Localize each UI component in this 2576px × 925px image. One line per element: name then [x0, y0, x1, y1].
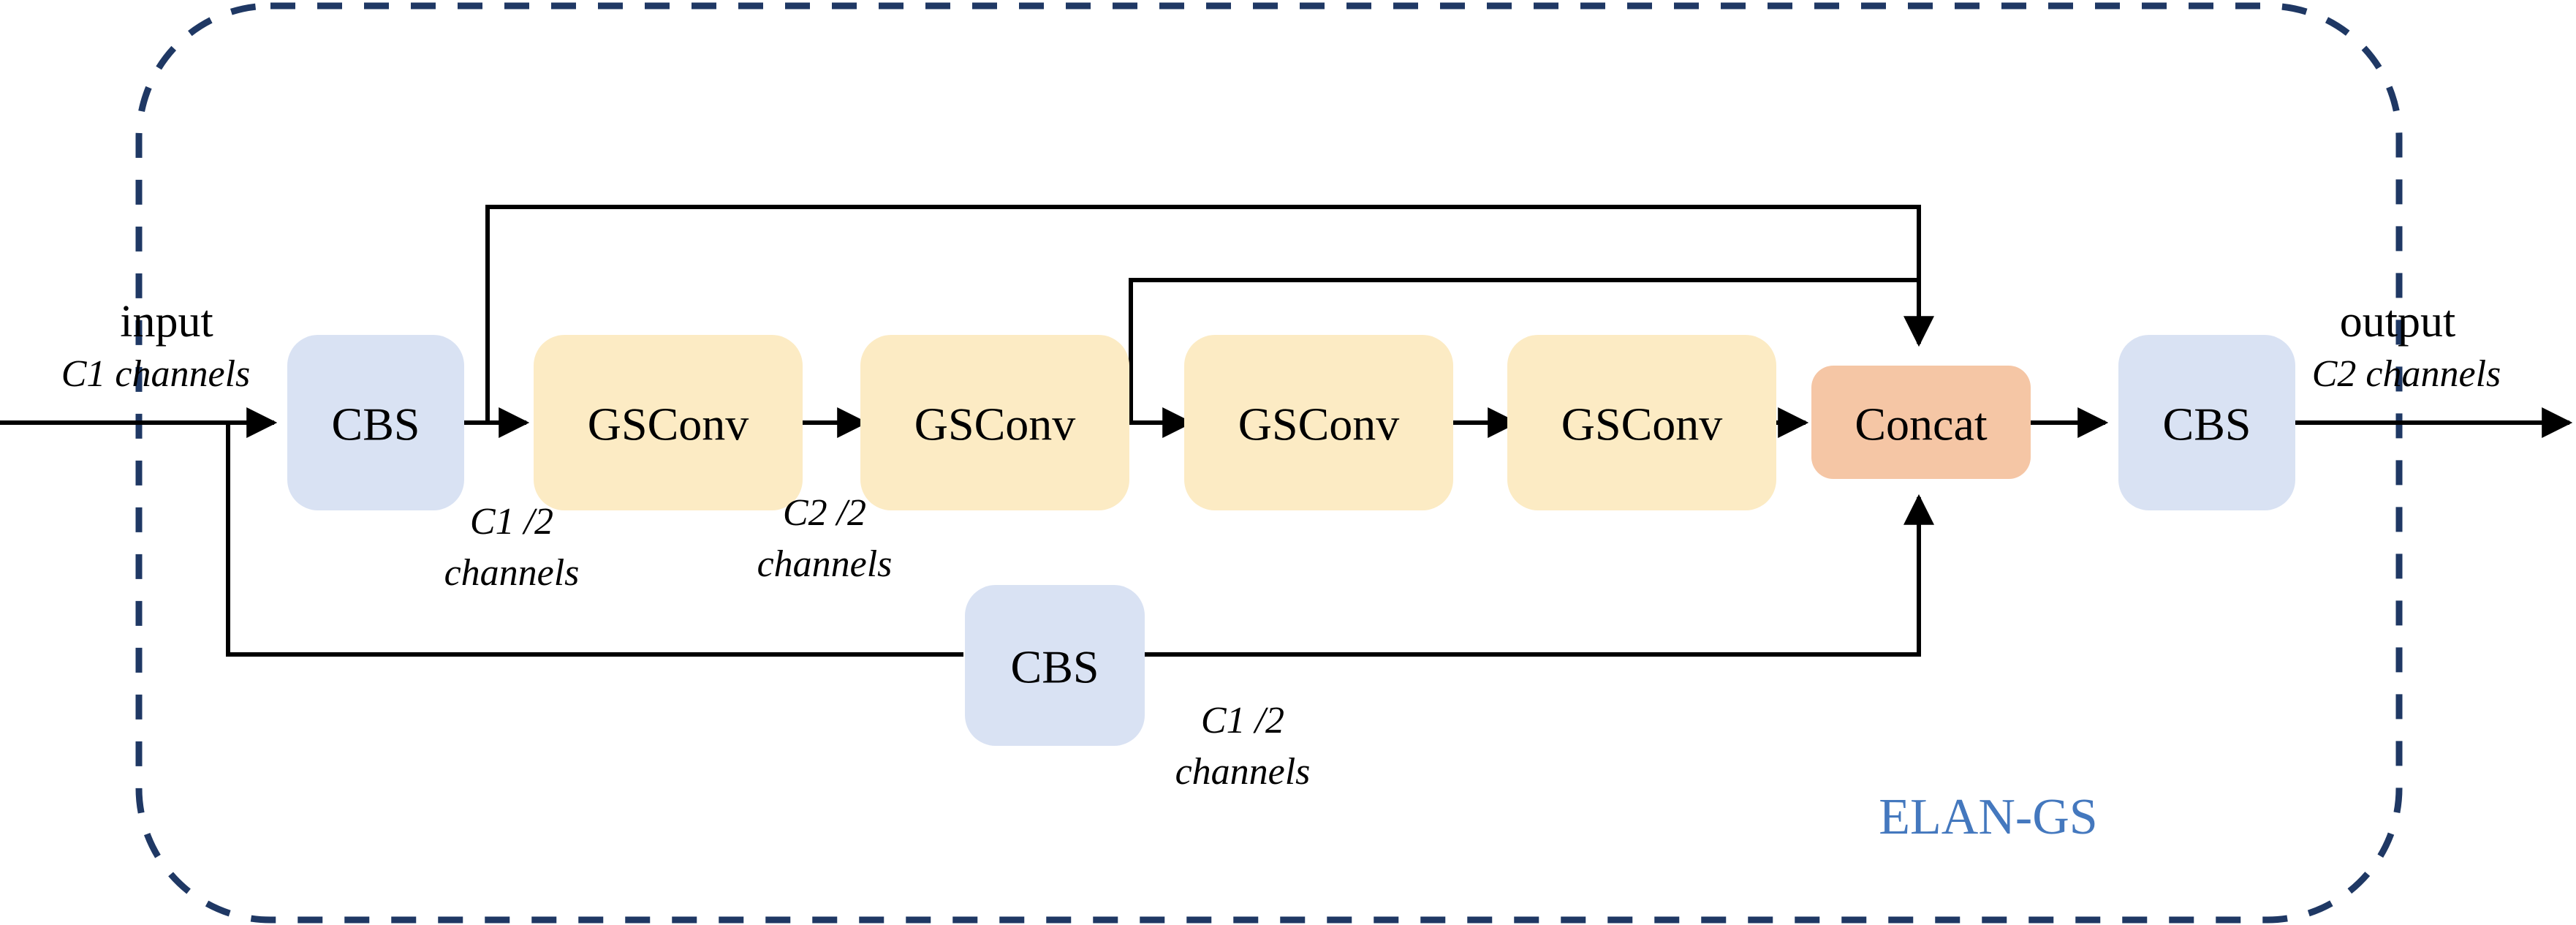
block-cbs-out[interactable]: CBS: [2118, 335, 2295, 510]
block-label-gsconv-4: GSConv: [1561, 399, 1723, 450]
block-label-gsconv-2: GSConv: [914, 399, 1076, 450]
skip-connection-bottom-right: [1144, 494, 1934, 657]
output-channels-label: C2 channels: [2312, 353, 2501, 395]
skip-connection-bottom-left: [226, 423, 963, 657]
skip-connection-top-long: [485, 205, 1934, 423]
skip-connection-top-short: [1129, 278, 1919, 423]
block-label-gsconv-1: GSConv: [588, 399, 749, 450]
channel-annotation-2: C2 /2 channels: [757, 492, 893, 585]
channel-annotation-3-line1: C1 /2: [1201, 700, 1284, 741]
channel-annotation-3: C1 /2 channels: [1175, 700, 1311, 793]
block-gsconv-2[interactable]: GSConv: [860, 335, 1129, 510]
input-label: input: [120, 297, 213, 347]
block-gsconv-4[interactable]: GSConv: [1507, 335, 1776, 510]
block-label-cbs-skip: CBS: [1011, 641, 1099, 693]
channel-annotation-1-line1: C1 /2: [470, 501, 553, 543]
block-label-concat: Concat: [1855, 399, 1988, 450]
channel-annotation-2-line2: channels: [757, 543, 893, 585]
module-name-label: ELAN-GS: [1879, 789, 2097, 845]
output-label: output: [2340, 297, 2455, 347]
block-cbs-skip[interactable]: CBS: [965, 585, 1145, 746]
block-gsconv-1[interactable]: GSConv: [534, 335, 803, 510]
block-concat[interactable]: Concat: [1811, 366, 2031, 479]
channel-annotation-3-line2: channels: [1175, 751, 1311, 793]
channel-annotation-2-line1: C2 /2: [783, 492, 866, 534]
block-label-cbs-in: CBS: [332, 399, 420, 450]
block-label-cbs-out: CBS: [2163, 399, 2251, 450]
block-label-gsconv-3: GSConv: [1238, 399, 1400, 450]
block-cbs-in[interactable]: CBS: [287, 335, 464, 510]
input-channels-label: C1 channels: [61, 353, 251, 395]
module-dashed-border: [135, 2, 2403, 924]
channel-annotation-1-line2: channels: [444, 552, 580, 594]
block-gsconv-3[interactable]: GSConv: [1184, 335, 1453, 510]
channel-annotation-1: C1 /2 channels: [444, 501, 580, 594]
